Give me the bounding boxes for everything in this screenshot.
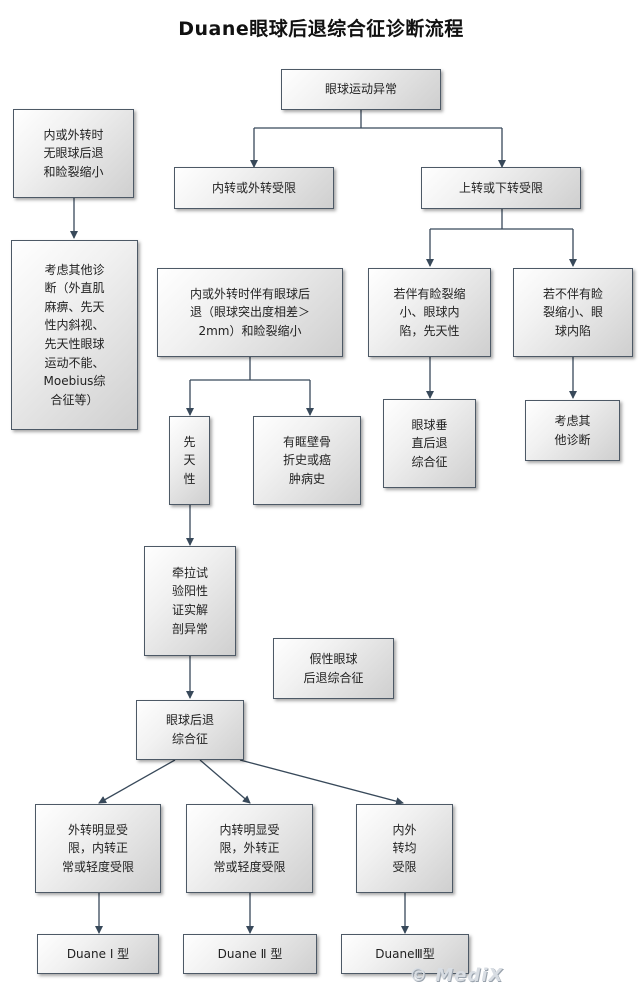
node-no-retraction: 内或外转时 无眼球后退 和睑裂缩小 [13,109,134,198]
node-congenital: 先 天 性 [169,416,210,505]
node-vertical-retraction: 眼球垂 直后退 综合征 [383,399,476,488]
node-fissure-yes: 若伴有睑裂缩 小、眼球内 陷，先天性 [368,268,491,357]
watermark-logo: © MediX [409,965,504,986]
node-duane-type2: Duane Ⅱ 型 [183,934,317,974]
node-with-retraction: 内或外转时伴有眼球后 退（眼球突出度相差＞ 2mm）和睑裂缩小 [157,268,343,357]
page-title: Duane眼球后退综合征诊断流程 [178,18,464,40]
node-trauma-history: 有眶壁骨 折史或癌 肿病史 [253,416,361,505]
node-add-limited: 内转或外转受限 [174,167,334,209]
node-duane-type3: DuaneⅢ型 [341,934,469,974]
node-pseudo-retraction: 假性眼球 后退综合征 [273,638,394,699]
connector-to-both-limit [239,759,404,806]
connector-to-abd-limit [98,759,176,804]
node-consider-other-2: 考虑其 他诊断 [525,400,620,461]
connector-to-add-limit [199,759,251,804]
node-duane-syndrome: 眼球后退 综合征 [136,700,244,760]
node-consider-other: 考虑其他诊 断（外直肌 麻痹、先天 性内斜视、 先天性眼球 运动不能、 Moeb… [11,240,138,430]
node-adduction-limited: 内转明显受 限，外转正 常或轻度受限 [186,804,313,893]
node-abnormal-movement: 眼球运动异常 [281,69,441,110]
node-fissure-no: 若不伴有睑 裂缩小、眼 球内陷 [513,268,633,357]
node-traction-test: 牵拉试 验阳性 证实解 剖异常 [144,546,236,656]
node-abduction-limited: 外转明显受 限，内转正 常或轻度受限 [35,804,161,893]
node-both-limited: 内外 转均 受限 [356,804,453,893]
node-duane-type1: Duane Ⅰ 型 [37,934,159,974]
node-updown-limited: 上转或下转受限 [421,167,581,209]
